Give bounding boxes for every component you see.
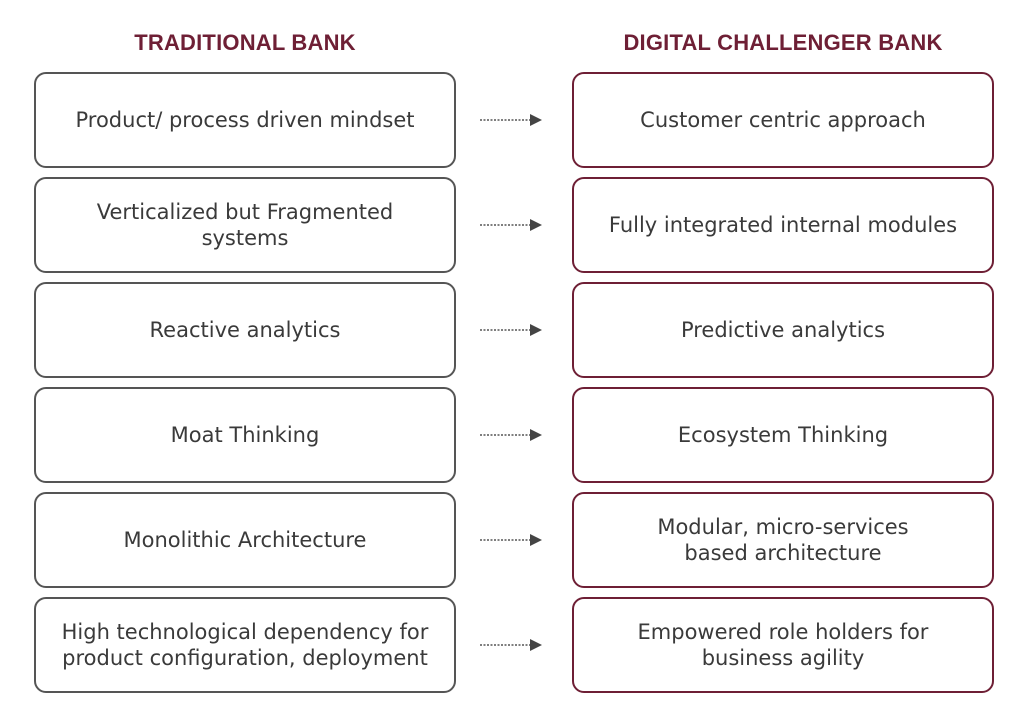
traditional-item: High technological dependency for produc… (34, 597, 456, 693)
digital-item: Empowered role holders for business agil… (572, 597, 994, 693)
comparison-row: Verticalized but Fragmented systems Full… (0, 177, 1024, 273)
traditional-item-label: Product/ process driven mindset (75, 108, 415, 132)
traditional-item: Product/ process driven mindset (34, 72, 456, 168)
arrow-right-icon (480, 429, 542, 441)
comparison-row: Reactive analytics Predictive analytics (0, 282, 1024, 378)
traditional-bank-header: TRADITIONAL BANK (134, 30, 356, 55)
traditional-item-label: Verticalized but Fragmented systems (96, 200, 394, 250)
digital-item-label: Customer centric approach (640, 108, 926, 132)
comparison-row: Product/ process driven mindset Customer… (0, 72, 1024, 168)
digital-item: Customer centric approach (572, 72, 994, 168)
traditional-item: Reactive analytics (34, 282, 456, 378)
arrow-right-icon (480, 219, 542, 231)
comparison-row: Moat Thinking Ecosystem Thinking (0, 387, 1024, 483)
arrow-right-icon (480, 114, 542, 126)
digital-item-label: Empowered role holders for business agil… (637, 620, 929, 670)
digital-item-label: Predictive analytics (680, 318, 886, 342)
arrow-right-icon (480, 639, 542, 651)
arrow-right-icon (480, 534, 542, 546)
digital-item: Modular, micro-services based architectu… (572, 492, 994, 588)
digital-item-label: Modular, micro-services based architectu… (657, 515, 909, 565)
traditional-item: Moat Thinking (34, 387, 456, 483)
comparison-row: High technological dependency for produc… (0, 597, 1024, 693)
traditional-item-label: Monolithic Architecture (123, 528, 367, 552)
digital-item-label: Ecosystem Thinking (677, 423, 889, 447)
traditional-item: Monolithic Architecture (34, 492, 456, 588)
traditional-item-label: Reactive analytics (149, 318, 341, 342)
digital-challenger-bank-header: DIGITAL CHALLENGER BANK (623, 30, 943, 55)
comparison-row: Monolithic Architecture Modular, micro-s… (0, 492, 1024, 588)
digital-item-label: Fully integrated internal modules (608, 213, 958, 237)
traditional-item: Verticalized but Fragmented systems (34, 177, 456, 273)
arrow-right-icon (480, 324, 542, 336)
traditional-item-label: High technological dependency for produc… (61, 620, 429, 670)
digital-item: Ecosystem Thinking (572, 387, 994, 483)
digital-item: Fully integrated internal modules (572, 177, 994, 273)
digital-item: Predictive analytics (572, 282, 994, 378)
traditional-item-label: Moat Thinking (170, 423, 320, 447)
